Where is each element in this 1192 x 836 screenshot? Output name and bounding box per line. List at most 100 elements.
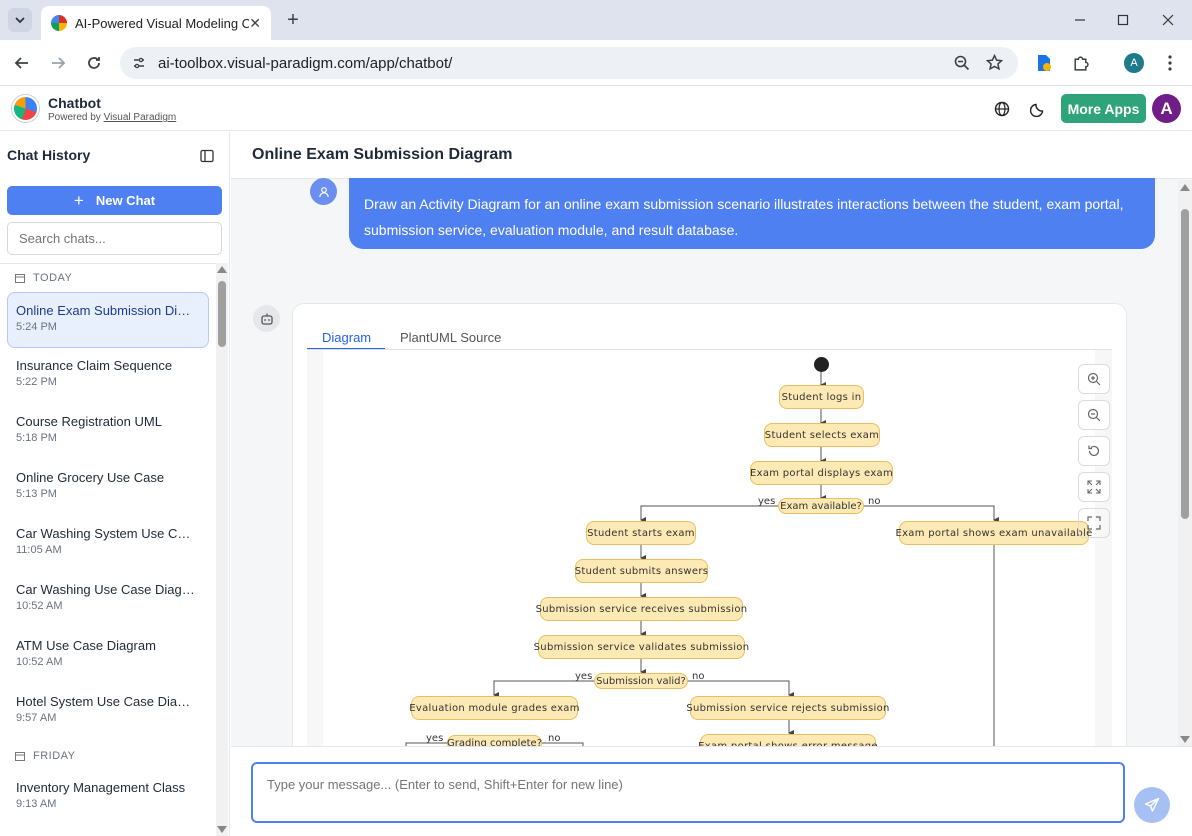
activity-node: Evaluation module grades exam <box>409 696 579 720</box>
chat-item-online-exam[interactable]: Online Exam Submission Diagram 5:24 PM <box>7 292 209 348</box>
branch-label-no: no <box>692 671 705 682</box>
chevron-down-icon <box>15 17 25 24</box>
language-button[interactable] <box>991 98 1013 120</box>
minimize-button[interactable] <box>1068 8 1092 32</box>
chat-item-time: 11:05 AM <box>16 544 62 556</box>
calendar-icon <box>15 752 25 761</box>
chat-item-car-washing-diagram[interactable]: Car Washing Use Case Diagram 10:52 AM <box>0 572 216 628</box>
reload-button[interactable] <box>82 51 106 75</box>
close-window-button[interactable] <box>1156 8 1180 32</box>
tab-plantuml-source[interactable]: PlantUML Source <box>400 329 502 345</box>
chat-item-online-grocery[interactable]: Online Grocery Use Case 5:13 PM <box>0 460 216 516</box>
zoom-in-button[interactable] <box>1078 364 1110 394</box>
fullscreen-button[interactable] <box>1078 508 1110 538</box>
browser-tab-bar: AI-Powered Visual Modeling Ch ✕ + <box>0 0 1192 40</box>
minimize-icon <box>1075 19 1085 21</box>
send-button[interactable] <box>1134 787 1170 823</box>
activity-node: Exam portal shows exam unavailable <box>895 521 1092 545</box>
puzzle-icon <box>1073 55 1089 71</box>
extension-button[interactable] <box>1033 52 1055 74</box>
scroll-up-arrow-icon[interactable] <box>1180 184 1190 191</box>
tab-search-button[interactable] <box>8 8 32 32</box>
activity-node: Exam portal displays exam <box>750 461 893 485</box>
branch-label-no: no <box>548 733 561 744</box>
sidebar-scrollbar[interactable] <box>216 263 228 836</box>
activity-node: Submission service receives submission <box>536 597 747 621</box>
collapse-sidebar-button[interactable] <box>196 145 218 167</box>
close-icon <box>1162 14 1174 26</box>
scroll-down-arrow-icon[interactable] <box>1180 736 1190 743</box>
search-chats-input[interactable] <box>7 222 222 255</box>
calendar-icon <box>15 274 25 283</box>
sidebar-toggle-icon <box>200 149 214 163</box>
forward-button[interactable] <box>46 51 70 75</box>
chat-history-list: TODAY Online Exam Submission Diagram 5:2… <box>0 263 216 836</box>
user-avatar[interactable]: A <box>1152 94 1181 123</box>
new-tab-button[interactable]: + <box>287 8 299 31</box>
group-header-friday: FRIDAY <box>0 742 216 770</box>
arrow-right-icon <box>52 57 66 69</box>
chat-scrollbar[interactable] <box>1178 180 1192 746</box>
chat-item-time: 5:22 PM <box>16 376 57 388</box>
chat-item-time: 9:57 AM <box>16 712 57 724</box>
powered-prefix: Powered by <box>48 112 101 123</box>
diagram-viewport[interactable]: Student logs in Student selects exam Exa… <box>307 349 1112 762</box>
address-bar[interactable]: ai-toolbox.visual-paradigm.com/app/chatb… <box>120 47 1018 79</box>
powered-by: Powered by Visual Paradigm <box>48 112 176 123</box>
chat-item-time: 10:52 AM <box>16 600 63 612</box>
tab-diagram[interactable]: Diagram <box>322 329 372 345</box>
user-icon <box>310 178 337 205</box>
scroll-down-arrow-icon[interactable] <box>217 826 227 833</box>
browser-tab[interactable]: AI-Powered Visual Modeling Ch ✕ <box>41 6 271 40</box>
site-info-icon[interactable] <box>132 56 146 70</box>
activity-node: Submission service validates submission <box>534 635 749 659</box>
profile-button[interactable]: A <box>1124 53 1144 73</box>
document-extension-icon <box>1038 55 1051 71</box>
fit-view-button[interactable] <box>1078 472 1110 502</box>
branch-label-yes: yes <box>575 671 593 682</box>
group-label: FRIDAY <box>33 750 76 762</box>
chat-scroll-thumb[interactable] <box>1181 209 1189 519</box>
back-button[interactable] <box>10 51 34 75</box>
chat-title: Online Exam Submission Diagram <box>231 132 1192 179</box>
chat-item-name: Car Washing System Use Case <box>16 526 196 541</box>
plus-icon: + <box>73 190 84 210</box>
reset-icon <box>1088 445 1100 457</box>
browser-menu-button[interactable] <box>1160 52 1180 74</box>
branch-label-yes: yes <box>426 733 444 744</box>
fullscreen-icon <box>1087 516 1101 530</box>
extensions-menu-button[interactable] <box>1069 52 1091 74</box>
activity-node: Student selects exam <box>764 423 880 447</box>
zoom-out-button[interactable] <box>1078 400 1110 430</box>
chat-item-inventory[interactable]: Inventory Management Class 9:13 AM <box>0 770 216 826</box>
zoom-icon[interactable] <box>954 55 970 71</box>
more-apps-button[interactable]: More Apps <box>1061 94 1146 123</box>
chat-item-course-registration[interactable]: Course Registration UML 5:18 PM <box>0 404 216 460</box>
chat-item-car-washing-system[interactable]: Car Washing System Use Case 11:05 AM <box>0 516 216 572</box>
message-input[interactable] <box>251 762 1125 823</box>
bookmark-star-icon[interactable] <box>986 54 1003 71</box>
decision-node: Submission valid? <box>594 673 688 689</box>
globe-icon <box>994 101 1010 117</box>
chat-item-time: 10:52 AM <box>16 656 63 668</box>
chat-item-time: 5:13 PM <box>16 488 57 500</box>
bot-icon <box>253 305 280 332</box>
chat-item-atm[interactable]: ATM Use Case Diagram 10:52 AM <box>0 628 216 684</box>
scroll-up-arrow-icon[interactable] <box>217 266 227 273</box>
chat-item-hotel-system[interactable]: Hotel System Use Case Diagram 9:57 AM <box>0 684 216 740</box>
sidebar-title: Chat History <box>7 147 91 163</box>
sidebar-scroll-thumb[interactable] <box>218 281 226 347</box>
theme-toggle-button[interactable] <box>1027 98 1049 120</box>
chat-main-panel: Online Exam Submission Diagram Draw an A… <box>231 132 1192 836</box>
new-chat-button[interactable]: + New Chat <box>7 186 222 215</box>
tab-close-icon[interactable]: ✕ <box>249 14 261 31</box>
chat-item-time: 5:18 PM <box>16 432 57 444</box>
visual-paradigm-link[interactable]: Visual Paradigm <box>103 112 177 123</box>
moon-icon <box>1030 103 1044 117</box>
app-title: Chatbot <box>48 95 101 111</box>
reset-view-button[interactable] <box>1078 436 1110 466</box>
maximize-button[interactable] <box>1111 8 1135 32</box>
chat-history-sidebar: Chat History + New Chat TODAY Online Exa… <box>0 132 230 836</box>
chat-item-insurance-claim[interactable]: Insurance Claim Sequence 5:22 PM <box>0 348 216 404</box>
activity-node: Student submits answers <box>575 559 708 583</box>
